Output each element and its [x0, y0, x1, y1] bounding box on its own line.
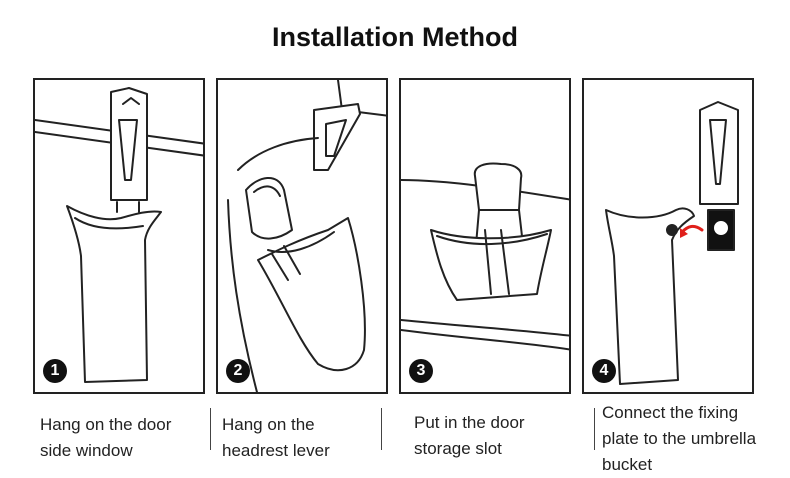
- step-1-caption: Hang on the door side window: [40, 412, 171, 464]
- step-3-caption-line-2: storage slot: [414, 436, 525, 462]
- caption-divider-3: [594, 408, 595, 450]
- step-1-caption-line-1: Hang on the door: [40, 412, 171, 438]
- step-2-caption-line-1: Hang on the: [222, 412, 330, 438]
- step-1-badge: 1: [43, 359, 67, 383]
- caption-divider-1: [210, 408, 211, 450]
- step-2-caption-line-2: headrest lever: [222, 438, 330, 464]
- step-1-caption-line-2: side window: [40, 438, 171, 464]
- step-4-caption-line-1: Connect the fixing: [602, 400, 756, 426]
- step-2-illustration: [218, 80, 388, 394]
- step-3-illustration: [401, 80, 571, 394]
- step-4-caption: Connect the fixing plate to the umbrella…: [602, 400, 756, 478]
- step-3-panel: 3: [399, 78, 571, 394]
- step-2-badge: 2: [226, 359, 250, 383]
- step-3-caption-line-1: Put in the door: [414, 410, 525, 436]
- page-title: Installation Method: [0, 22, 790, 53]
- step-4-illustration: [584, 80, 754, 394]
- step-4-panel: 4: [582, 78, 754, 394]
- step-4-caption-line-2: plate to the umbrella: [602, 426, 756, 452]
- caption-divider-2: [381, 408, 382, 450]
- step-1-illustration: [35, 80, 205, 394]
- step-2-panel: 2: [216, 78, 388, 394]
- step-1-panel: 1: [33, 78, 205, 394]
- step-4-badge: 4: [592, 359, 616, 383]
- step-3-badge: 3: [409, 359, 433, 383]
- step-4-caption-line-3: bucket: [602, 452, 756, 478]
- step-3-caption: Put in the door storage slot: [414, 410, 525, 462]
- step-2-caption: Hang on the headrest lever: [222, 412, 330, 464]
